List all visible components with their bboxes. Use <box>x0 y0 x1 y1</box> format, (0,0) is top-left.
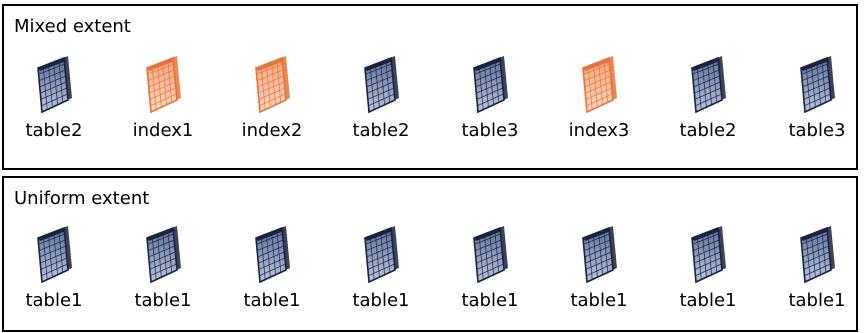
table-page-icon <box>582 226 617 284</box>
uniform-page-label: table1 <box>461 290 519 311</box>
uniform-extent-pages: table1 table1 table1 table1 table1 table1 tabl… <box>4 222 856 332</box>
mixed-page-label: table2 <box>352 120 410 141</box>
mixed-page-label: table2 <box>25 120 83 141</box>
mixed-page-label: table3 <box>788 120 846 141</box>
mixed-page-label: table3 <box>461 120 519 141</box>
mixed-page-label: index3 <box>568 120 630 141</box>
table-page-icon <box>691 56 726 114</box>
table-page-icon <box>37 56 72 114</box>
uniform-page-4: table1 <box>331 222 441 332</box>
uniform-page-1: table1 <box>4 222 114 332</box>
mixed-page-6: index3 <box>549 52 659 162</box>
table-page-icon <box>364 56 399 114</box>
table-page-icon <box>473 226 508 284</box>
table-page-icon <box>473 56 508 114</box>
uniform-page-8: table1 <box>767 222 864 332</box>
mixed-page-label: table2 <box>679 120 737 141</box>
index-page-icon <box>582 56 617 114</box>
uniform-page-label: table1 <box>679 290 737 311</box>
mixed-extent-title: Mixed extent <box>14 16 131 37</box>
table-page-icon <box>364 226 399 284</box>
uniform-page-label: table1 <box>788 290 846 311</box>
mixed-page-label: index1 <box>132 120 194 141</box>
mixed-page-1: table2 <box>4 52 114 162</box>
table-page-icon <box>691 226 726 284</box>
uniform-page-label: table1 <box>352 290 410 311</box>
uniform-page-label: table1 <box>570 290 628 311</box>
table-page-icon <box>800 56 835 114</box>
mixed-page-2: index1 <box>113 52 223 162</box>
mixed-extent-pages: table2 index1 index2 table2 table3 index3 tabl… <box>4 52 856 162</box>
mixed-page-8: table3 <box>767 52 864 162</box>
uniform-page-label: table1 <box>243 290 301 311</box>
uniform-page-label: table1 <box>25 290 83 311</box>
uniform-page-5: table1 <box>440 222 550 332</box>
mixed-page-7: table2 <box>658 52 768 162</box>
table-page-icon <box>37 226 72 284</box>
uniform-page-7: table1 <box>658 222 768 332</box>
mixed-page-label: index2 <box>241 120 303 141</box>
mixed-page-4: table2 <box>331 52 441 162</box>
index-page-icon <box>255 56 290 114</box>
uniform-page-2: table1 <box>113 222 223 332</box>
mixed-page-5: table3 <box>440 52 550 162</box>
mixed-page-3: index2 <box>222 52 332 162</box>
table-page-icon <box>255 226 290 284</box>
table-page-icon <box>800 226 835 284</box>
uniform-extent-title: Uniform extent <box>14 188 150 209</box>
uniform-page-3: table1 <box>222 222 332 332</box>
uniform-page-label: table1 <box>134 290 192 311</box>
table-page-icon <box>146 226 181 284</box>
index-page-icon <box>146 56 181 114</box>
uniform-page-6: table1 <box>549 222 659 332</box>
